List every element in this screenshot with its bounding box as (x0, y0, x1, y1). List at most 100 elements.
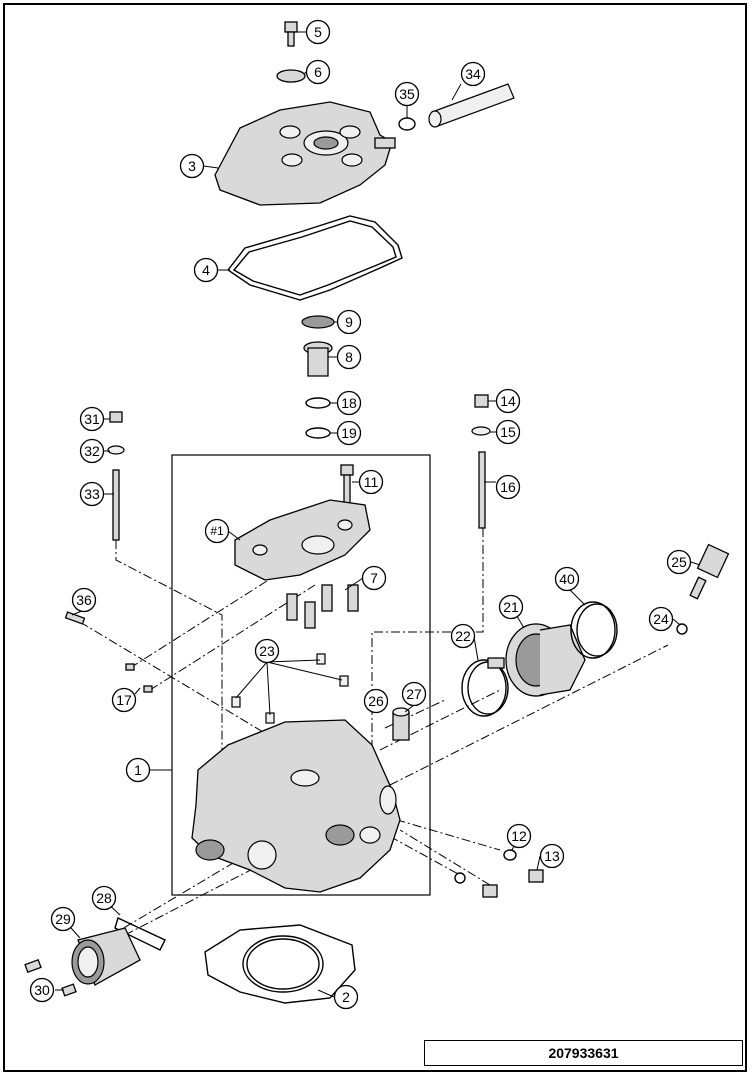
head-gasket-part-2 (204, 924, 356, 1004)
hose-clamp-part-40 (570, 601, 616, 659)
callout-label-26: 26 (368, 693, 384, 709)
callout-36: 36 (71, 587, 97, 613)
screw-part-36 (64, 611, 86, 625)
callout-15: 15 (495, 419, 521, 445)
callout-label-6: 6 (314, 64, 322, 80)
callout-label-8: 8 (345, 349, 353, 365)
o-ring-part-12b (454, 872, 466, 884)
callout-32: 32 (79, 438, 105, 464)
drawing-number: 207933631 (424, 1040, 743, 1066)
callout-29: 29 (50, 906, 76, 932)
callout-35: 35 (394, 81, 420, 107)
callout-label-21: 21 (503, 599, 519, 615)
o-ring-part-12 (503, 849, 517, 861)
callout-25: 25 (666, 549, 692, 575)
nut-part-14 (474, 394, 489, 408)
callout-label-23: 23 (259, 643, 275, 659)
breather-hose-part-34 (428, 83, 515, 128)
callout-11: 11 (358, 469, 384, 495)
assembly-lines (79, 528, 669, 946)
callout-label-16: 16 (500, 479, 516, 495)
callout-label-9: 9 (345, 314, 353, 330)
callout-17: 17 (111, 687, 137, 713)
screw-part-17a (125, 663, 135, 671)
hose-clamp-part-22 (461, 657, 509, 717)
spark-plug-shaft-part-8 (303, 341, 333, 377)
valve-cover-part-3 (214, 101, 396, 206)
callout-label-28: 28 (96, 890, 112, 906)
guide-pins-part-7 (286, 584, 359, 629)
nut-part-31 (109, 411, 123, 423)
callout-1: 1 (125, 757, 151, 783)
callout-23: 23 (254, 638, 280, 664)
callout-label-18: 18 (341, 395, 357, 411)
leader-lines (55, 31, 701, 998)
callout-30: 30 (29, 977, 55, 1003)
washer-part-32 (107, 445, 125, 455)
callout-label-15: 15 (500, 424, 516, 440)
callout-28: 28 (91, 885, 117, 911)
plug-part-13b (482, 884, 498, 898)
callout-7: 7 (361, 565, 387, 591)
hose-clamp-part-35 (398, 117, 416, 131)
callout-24: 24 (648, 606, 674, 632)
callout-label-1: 1 (134, 762, 142, 778)
assembly-group-box (171, 454, 431, 896)
callout-6: 6 (305, 59, 331, 85)
callout-2: 2 (333, 984, 359, 1010)
callout-label-2: 2 (342, 989, 350, 1005)
callout-label-34: 34 (465, 66, 481, 82)
callout-22: 22 (450, 623, 476, 649)
callout-label-5: 5 (314, 24, 322, 40)
callout-31: 31 (79, 406, 105, 432)
callout-label-13: 13 (544, 848, 560, 864)
callout-26: 26 (363, 688, 389, 714)
callout-40: 40 (554, 566, 580, 592)
screw-part-17b (143, 685, 153, 693)
callout-label-17: 17 (116, 692, 132, 708)
callout-13: 13 (539, 843, 565, 869)
callout-label-7: 7 (370, 570, 378, 586)
stud-part-16 (478, 451, 486, 529)
stud-part-33 (112, 469, 120, 541)
callout-label-24: 24 (653, 611, 669, 627)
callout-label-12: 12 (511, 828, 527, 844)
callout-14: 14 (495, 388, 521, 414)
cover-gasket-part-4 (226, 215, 403, 301)
callout-label-27: 27 (406, 686, 422, 702)
o-ring-part-24 (676, 623, 688, 635)
callout-label-h1: #1 (210, 524, 224, 538)
callout-label-40: 40 (559, 571, 575, 587)
diagram-frame (3, 3, 747, 1072)
plug-part-13 (528, 869, 544, 883)
bolt-part-11 (340, 464, 354, 506)
seal-ring-part-9 (301, 315, 335, 329)
callout-label-36: 36 (76, 592, 92, 608)
callout-label-19: 19 (341, 425, 357, 441)
camshaft-bridge-part-h1 (234, 499, 371, 581)
callout-label-31: 31 (84, 411, 100, 427)
callout-9: 9 (336, 309, 362, 335)
callout-label-22: 22 (455, 628, 471, 644)
callout-12: 12 (506, 823, 532, 849)
callout-label-29: 29 (55, 911, 71, 927)
o-ring-part-18 (305, 397, 331, 409)
callout-5: 5 (305, 19, 331, 45)
callout-label-4: 4 (202, 262, 210, 278)
callout-h1: #1 (204, 518, 230, 544)
callout-19: 19 (336, 420, 362, 446)
intake-flange-part-21 (505, 623, 586, 697)
callout-label-25: 25 (671, 554, 687, 570)
screw-part-30b (61, 983, 77, 997)
temperature-sensor-part-25 (689, 543, 730, 600)
callout-label-30: 30 (34, 982, 50, 998)
bolt-part-5 (284, 21, 298, 47)
callout-34: 34 (460, 61, 486, 87)
intake-pipe-part-29 (71, 927, 141, 986)
callout-8: 8 (336, 344, 362, 370)
callout-label-14: 14 (500, 393, 516, 409)
cylinder-head-part-1 (191, 719, 401, 893)
washer-part-15 (471, 426, 491, 436)
callout-label-33: 33 (84, 486, 100, 502)
